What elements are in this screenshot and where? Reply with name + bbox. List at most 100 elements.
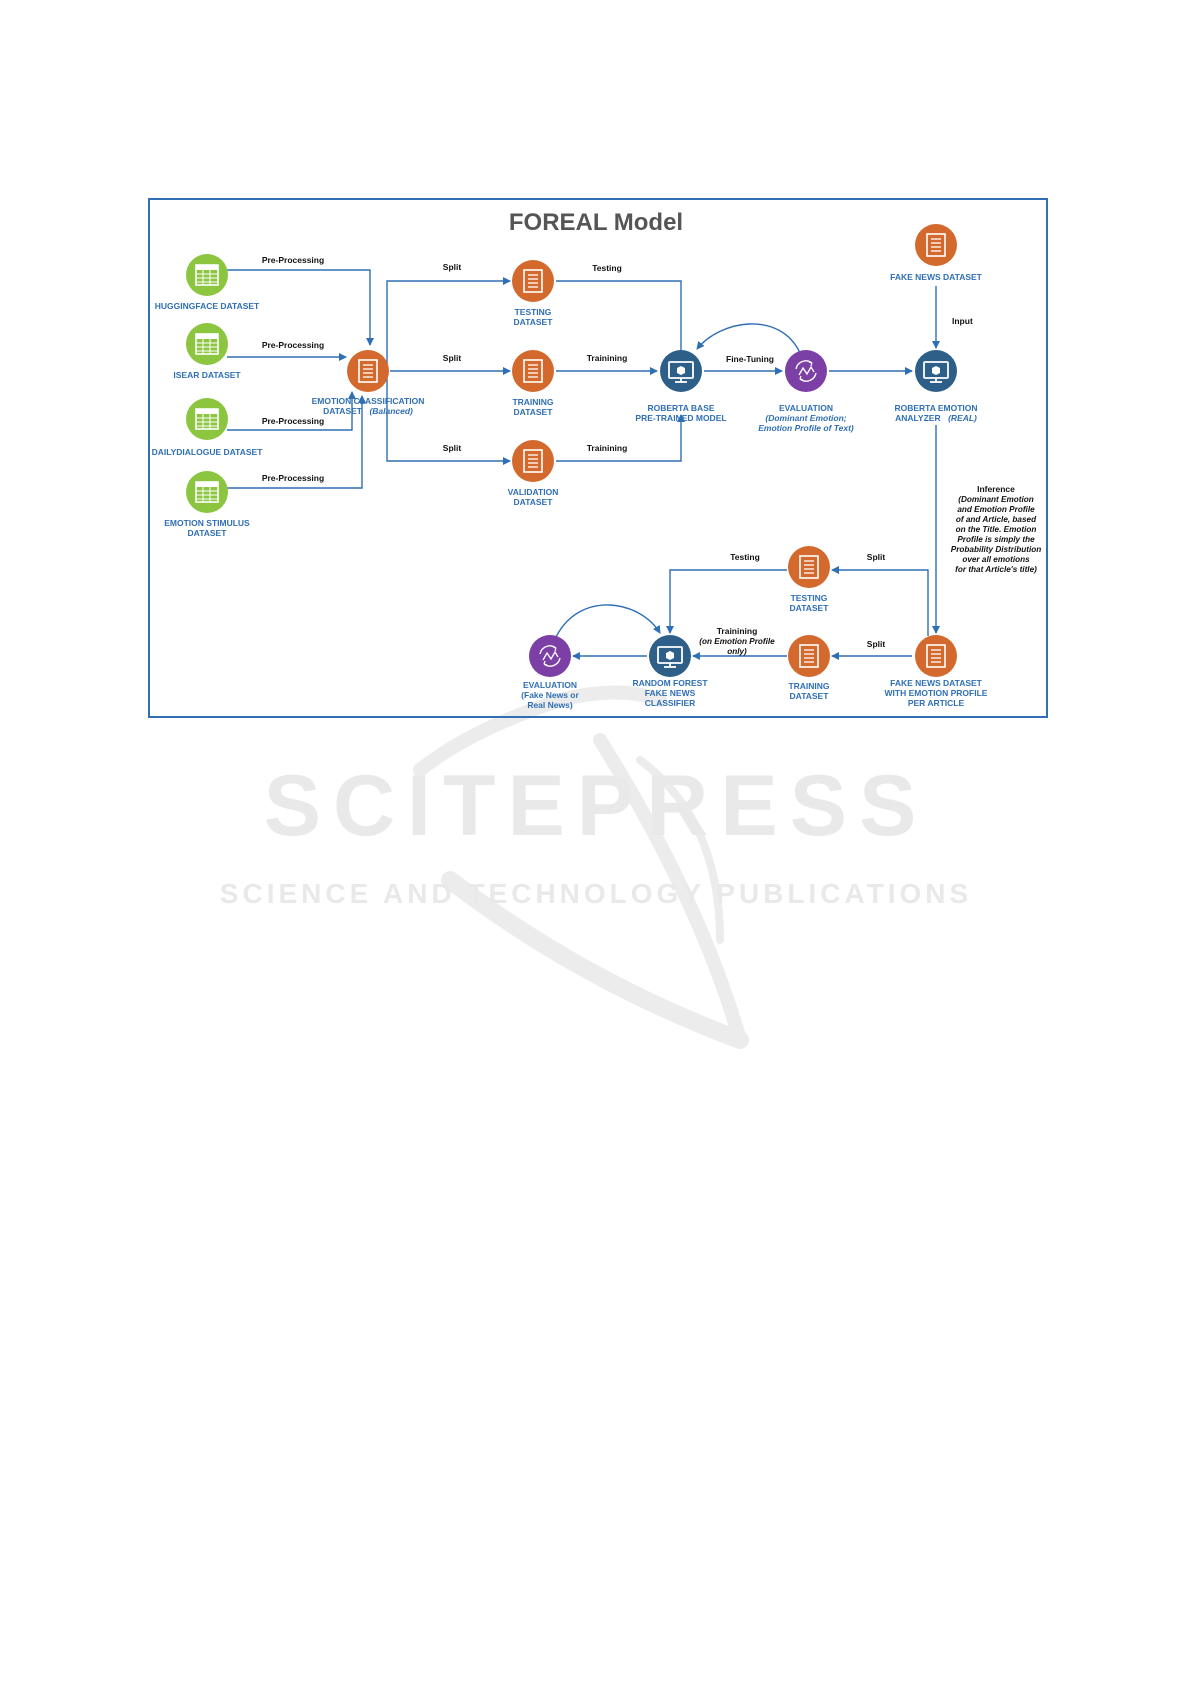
node-label-line-1: RANDOM FOREST	[632, 678, 708, 688]
edge-label-input: Input	[952, 316, 973, 326]
document-icon	[347, 350, 389, 392]
node-huggingface-dataset: HUGGINGFACE DATASET	[155, 254, 260, 311]
document-icon	[915, 635, 957, 677]
inference-line-5: on the Title. Emotion	[956, 525, 1037, 534]
node-label-line-1: TRAINING	[788, 681, 829, 691]
edge-profile-to-testing-2	[831, 566, 929, 636]
node-label-line-1: VALIDATION	[508, 487, 559, 497]
edge-testing-2-to-random-forest	[666, 569, 787, 634]
node-roberta-emotion-analyzer: ROBERTA EMOTION ANALYZER (REAL)	[894, 350, 978, 425]
node-fake-news-dataset: FAKE NEWS DATASET	[890, 224, 983, 282]
edge-label-split-5: Split	[867, 639, 886, 649]
node-label-line-1: TESTING	[791, 593, 828, 603]
document-icon	[788, 546, 830, 588]
edge-label-testing-2: Testing	[730, 552, 760, 562]
node-label-line-2-main: ANALYZER	[895, 413, 941, 423]
node-testing-dataset-1: TESTING DATASET	[512, 260, 554, 327]
node-label-line-1: EMOTION CLASSIFICATION	[312, 396, 425, 406]
node-roberta-base: ROBERTA BASE PRE-TRAINED MODEL	[635, 350, 727, 423]
watermark-swoosh-arc-left	[441, 871, 749, 1049]
dataset-icon	[186, 323, 228, 365]
watermark-swoosh-arc-right	[593, 733, 747, 1047]
node-label: ISEAR DATASET	[173, 370, 241, 380]
node-label-line-2: (Dominant Emotion;	[765, 413, 846, 423]
node-label-line-1: TESTING	[515, 307, 552, 317]
node-isear-dataset: ISEAR DATASET	[173, 323, 241, 380]
node-testing-dataset-2: TESTING DATASET	[788, 546, 830, 613]
dataset-icon	[186, 398, 228, 440]
node-evaluation-2: EVALUATION (Fake News or Real News)	[521, 635, 580, 710]
edge-dailydialogue-to-emotion-classification	[227, 391, 356, 431]
node-label-line-2: DATASET (Balanced)	[323, 401, 413, 418]
node-label-line-2: PRE-TRAINED MODEL	[635, 413, 726, 423]
document-icon	[915, 224, 957, 266]
node-label-line-2: (Fake News or	[521, 690, 579, 700]
inference-line-7: Probability Distribution	[951, 545, 1042, 554]
inference-line-6: Profile is simply the	[957, 535, 1035, 544]
node-label: HUGGINGFACE DATASET	[155, 301, 260, 311]
node-label-line-2: DATASET	[514, 497, 554, 507]
evaluation-icon	[529, 635, 571, 677]
edge-label-split-4: Split	[867, 552, 886, 562]
node-label-line-3: Emotion Profile of Text)	[758, 423, 854, 433]
edge-label-split-1: Split	[443, 262, 462, 272]
edge-label-pre-processing-3: Pre-Processing	[262, 416, 324, 426]
edge-label-fine-tuning: Fine-Tuning	[726, 354, 774, 364]
node-label-line-1: ROBERTA EMOTION	[894, 403, 977, 413]
edge-emotion-stimulus-to-emotion-classification	[227, 395, 366, 489]
document-icon	[788, 635, 830, 677]
inference-line-9: for that Article's title)	[955, 565, 1037, 574]
watermark-swoosh-arc-upper	[413, 685, 667, 777]
dataset-icon	[186, 471, 228, 513]
edge-split-to-validation	[386, 377, 511, 465]
trainining-rf-line-2: (on Emotion Profile	[699, 637, 775, 646]
node-label-line-1: EVALUATION	[523, 680, 577, 690]
edge-label-pre-processing-1: Pre-Processing	[262, 255, 324, 265]
node-training-dataset-1: TRAINING DATASET	[512, 350, 554, 417]
diagram-title: FOREAL Model	[509, 209, 683, 236]
node-label-line-1: TRAINING	[512, 397, 553, 407]
connectors	[227, 269, 940, 660]
edge-label-trainining-2: Trainining	[587, 443, 628, 453]
edge-split-to-testing	[386, 277, 511, 365]
node-validation-dataset-1: VALIDATION DATASET	[508, 440, 559, 507]
node-evaluation-1: EVALUATION (Dominant Emotion; Emotion Pr…	[758, 350, 854, 433]
edge-evaluation-2-feedback	[555, 604, 661, 638]
document-icon	[512, 350, 554, 392]
inference-line-4: of and Article, based	[956, 515, 1037, 524]
node-label-line-2: DATASET	[790, 691, 830, 701]
node-label-line-2: DATASET	[514, 407, 554, 417]
node-dailydialogue-dataset: DAILYDIALOGUE DATASET	[152, 398, 264, 457]
evaluation-icon	[785, 350, 827, 392]
edge-validation-to-roberta-base	[556, 414, 685, 462]
node-label-line-2-main: DATASET	[323, 406, 363, 416]
node-label-line-3: PER ARTICLE	[908, 698, 965, 708]
node-label-line-2: DATASET	[188, 528, 228, 538]
node-label-line-2-italic: (REAL)	[948, 413, 977, 423]
node-fake-news-with-emotion-profile: FAKE NEWS DATASET WITH EMOTION PROFILE P…	[885, 635, 988, 708]
edge-label-pre-processing-4: Pre-Processing	[262, 473, 324, 483]
diagram-frame	[148, 198, 1048, 718]
trainining-rf-line-3: only)	[727, 647, 747, 656]
edge-label-pre-processing-2: Pre-Processing	[262, 340, 324, 350]
node-label-line-1: EMOTION STIMULUS	[164, 518, 250, 528]
node-emotion-classification-dataset: EMOTION CLASSIFICATION DATASET (Balanced…	[312, 350, 425, 418]
node-label-line-2-italic: (Balanced)	[369, 406, 413, 416]
edge-label-split-3: Split	[443, 443, 462, 453]
edge-testing-to-roberta-base	[556, 280, 685, 369]
watermark-swoosh-arc-mid	[636, 756, 724, 944]
node-label-line-2: WITH EMOTION PROFILE	[885, 688, 988, 698]
node-label-title: EVALUATION	[779, 403, 833, 413]
edge-label-trainining-1: Trainining	[587, 353, 628, 363]
node-label-line-2: DATASET	[514, 317, 554, 327]
watermark-tagline: SCIENCE AND TECHNOLOGY PUBLICATIONS	[220, 878, 972, 909]
edge-label-testing-1: Testing	[592, 263, 622, 273]
node-label-line-2: DATASET	[790, 603, 830, 613]
edge-evaluation-feedback	[696, 323, 801, 354]
node-label: DAILYDIALOGUE DATASET	[152, 447, 264, 457]
node-label-line-2: ANALYZER (REAL)	[895, 408, 977, 425]
edge-huggingface-to-emotion-classification	[227, 269, 374, 346]
dataset-icon	[186, 254, 228, 296]
node-label-line-3: CLASSIFIER	[645, 698, 696, 708]
